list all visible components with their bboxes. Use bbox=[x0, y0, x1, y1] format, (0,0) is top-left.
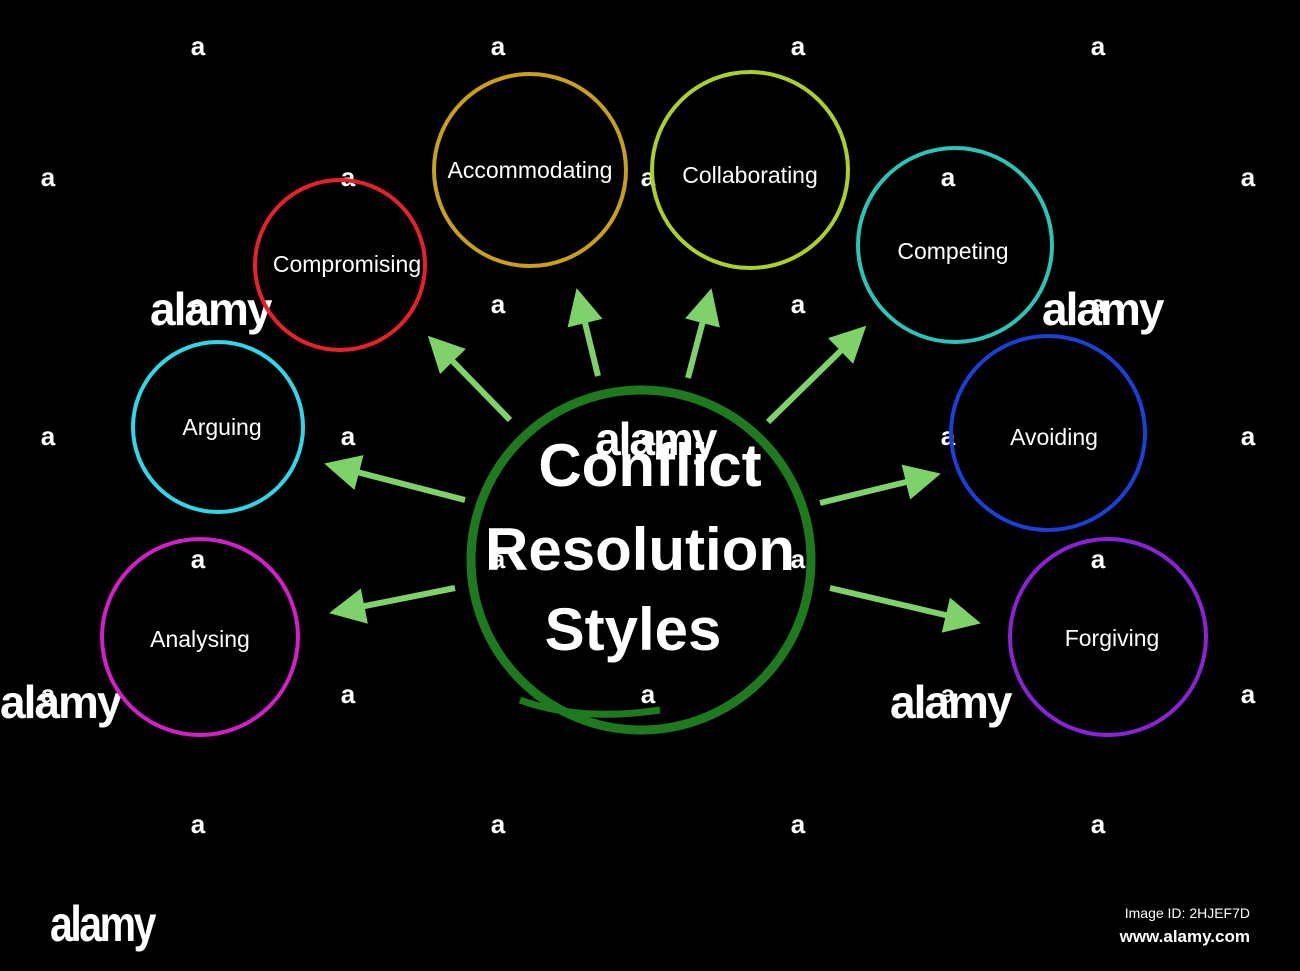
node-collaborating: Collaborating bbox=[650, 70, 850, 270]
node-compromising: Compromising bbox=[253, 178, 427, 352]
node-label: Accommodating bbox=[448, 157, 613, 183]
node-circle bbox=[100, 537, 300, 737]
arrow-compromising bbox=[427, 335, 513, 423]
node-circle bbox=[1008, 537, 1208, 737]
watermark-letter: a bbox=[1241, 162, 1256, 192]
watermark-letter: a bbox=[641, 679, 656, 709]
watermark-letter: a bbox=[341, 421, 356, 451]
image-id-text: Image ID: 2HJEF7D bbox=[1124, 905, 1250, 921]
arrow-group bbox=[324, 288, 981, 633]
watermark-letter: a bbox=[791, 809, 806, 839]
node-label: Collaborating bbox=[682, 162, 818, 188]
arrow-collaborating bbox=[684, 288, 720, 379]
watermark-letter: a bbox=[191, 809, 206, 839]
center-node: Conflict Resolution Styles bbox=[466, 385, 816, 735]
arrow-accommodating bbox=[567, 288, 603, 377]
watermark-letter: a bbox=[1091, 809, 1106, 839]
node-circle bbox=[432, 72, 628, 268]
node-arguing: Arguing bbox=[131, 340, 305, 514]
watermark-text: alamy bbox=[1042, 283, 1165, 335]
watermark-letter: a bbox=[791, 31, 806, 61]
watermark-letter: a bbox=[41, 679, 56, 709]
watermark-letter: a bbox=[1091, 289, 1106, 319]
watermark-letter: a bbox=[191, 31, 206, 61]
center-title-line: Conflict bbox=[538, 432, 761, 499]
watermark-text: alamy bbox=[595, 413, 718, 465]
watermark-letter: a bbox=[791, 289, 806, 319]
arrow-forgiving bbox=[829, 585, 981, 633]
watermark-letter: a bbox=[41, 162, 56, 192]
watermark-letter: a bbox=[191, 544, 206, 574]
arrow-avoiding bbox=[819, 464, 941, 506]
watermark-letter: a bbox=[791, 544, 806, 574]
site-url-text: www.alamy.com bbox=[1119, 927, 1250, 946]
watermark-letter: a bbox=[1241, 679, 1256, 709]
watermark-text: alamy bbox=[150, 283, 273, 335]
node-label: Forgiving bbox=[1065, 625, 1160, 651]
watermark-letter: a bbox=[941, 162, 956, 192]
watermark-letter: a bbox=[491, 31, 506, 61]
node-circle bbox=[650, 70, 850, 270]
node-label: Arguing bbox=[182, 414, 261, 440]
conflict-resolution-diagram: alamy alamy alamy alamy alamy a a a a a a a a a a… bbox=[0, 31, 1256, 839]
watermark-letter: a bbox=[1241, 421, 1256, 451]
footer-logo: alamy bbox=[50, 896, 156, 952]
node-circle bbox=[131, 340, 305, 514]
watermark-layer: alamy alamy alamy alamy alamy a a a a a a a a a a… bbox=[0, 31, 1256, 839]
arrow-arguing bbox=[324, 455, 466, 503]
node-label: Analysing bbox=[150, 626, 250, 652]
node-avoiding: Avoiding bbox=[949, 334, 1147, 532]
watermark-letter: a bbox=[1091, 31, 1106, 61]
watermark-letter: a bbox=[491, 544, 506, 574]
watermark-letter: a bbox=[941, 679, 956, 709]
node-circle bbox=[253, 178, 427, 352]
center-title-line: Resolution bbox=[485, 516, 795, 583]
node-analysing: Analysing bbox=[100, 537, 300, 737]
watermark-letter: a bbox=[491, 809, 506, 839]
center-title-line: Styles bbox=[545, 596, 722, 663]
watermark-letter: a bbox=[191, 289, 206, 319]
arrow-analysing bbox=[329, 585, 456, 624]
center-circle-stroke-tail bbox=[518, 696, 661, 718]
watermark-letter: a bbox=[341, 679, 356, 709]
watermark-letter: a bbox=[341, 162, 356, 192]
watermark-letter: a bbox=[1091, 544, 1106, 574]
watermark-letter: a bbox=[641, 421, 656, 451]
node-circle bbox=[949, 334, 1147, 532]
watermark-text: alamy bbox=[0, 676, 123, 728]
node-label: Competing bbox=[897, 238, 1008, 264]
node-accommodating: Accommodating bbox=[432, 72, 628, 268]
watermark-letter: a bbox=[41, 421, 56, 451]
node-label: Compromising bbox=[273, 251, 421, 277]
watermark-text: alamy bbox=[890, 676, 1013, 728]
footer-bar: alamy Image ID: 2HJEF7D www.alamy.com bbox=[0, 885, 1300, 971]
arrow-competing bbox=[765, 325, 867, 425]
node-competing: Competing bbox=[856, 146, 1054, 344]
node-label: Avoiding bbox=[1010, 424, 1098, 450]
watermark-letter: a bbox=[491, 289, 506, 319]
node-forgiving: Forgiving bbox=[1008, 537, 1208, 737]
node-circle bbox=[856, 146, 1054, 344]
center-circle bbox=[466, 385, 816, 735]
